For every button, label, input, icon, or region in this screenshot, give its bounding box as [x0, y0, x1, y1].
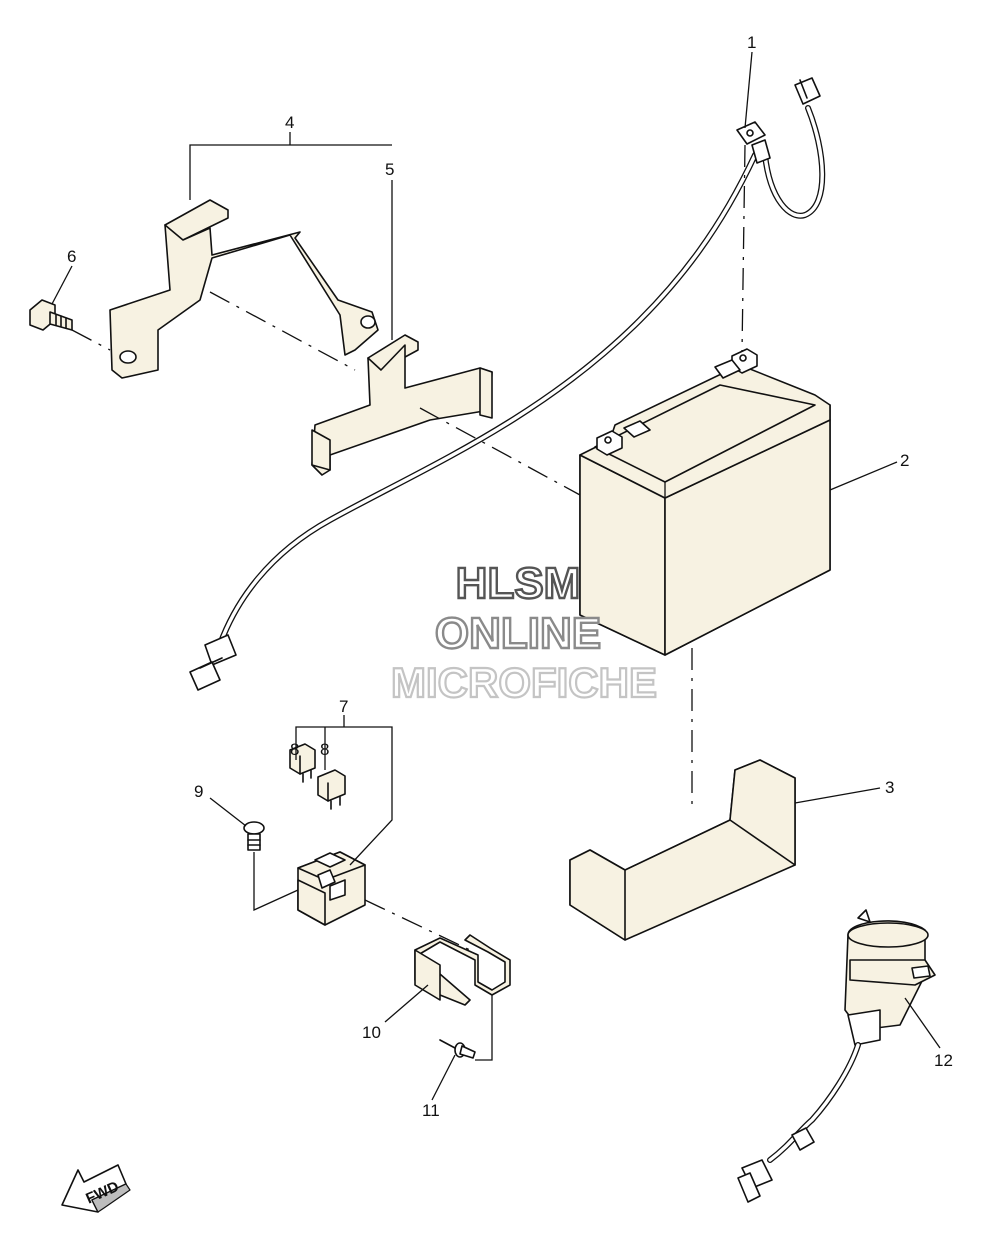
callout-2: 2: [900, 451, 909, 470]
lead-wire[interactable]: [189, 77, 826, 691]
fuse-2[interactable]: [317, 769, 346, 810]
leader-lines: [51, 51, 941, 1101]
starter-relay[interactable]: [297, 851, 366, 926]
screw[interactable]: [243, 821, 265, 851]
watermark: HLSM ONLINE MICROFICHE: [390, 558, 658, 707]
callout-6: 6: [67, 247, 76, 266]
callout-10: 10: [362, 1023, 381, 1042]
fwd-arrow-icon: FWD: [61, 1164, 131, 1213]
battery-bracket-lower[interactable]: [311, 334, 493, 476]
callout-3: 3: [885, 778, 894, 797]
watermark-line-3: MICROFICHE: [391, 659, 657, 706]
rivet[interactable]: [439, 1039, 476, 1059]
callout-4: 4: [285, 113, 294, 132]
callout-12: 12: [934, 1051, 953, 1070]
bolt[interactable]: [29, 299, 73, 331]
battery[interactable]: [579, 348, 831, 656]
callout-8a: 8: [290, 740, 299, 759]
battery-band[interactable]: [569, 759, 796, 941]
battery-bracket-upper[interactable]: [109, 199, 379, 379]
relay-bracket[interactable]: [414, 934, 511, 1006]
callout-8b: 8: [320, 740, 329, 759]
callout-numbers: 1 2 3 4 5 6 7 8 8 9 10 11 12: [67, 33, 953, 1120]
callout-5: 5: [385, 160, 394, 179]
callout-9: 9: [194, 782, 203, 801]
callout-1: 1: [747, 33, 756, 52]
callout-11: 11: [422, 1101, 440, 1120]
callout-7: 7: [339, 697, 348, 716]
watermark-line-1: HLSM: [456, 559, 581, 608]
watermark-line-2: ONLINE: [435, 609, 601, 658]
dc-socket[interactable]: [737, 909, 936, 1203]
